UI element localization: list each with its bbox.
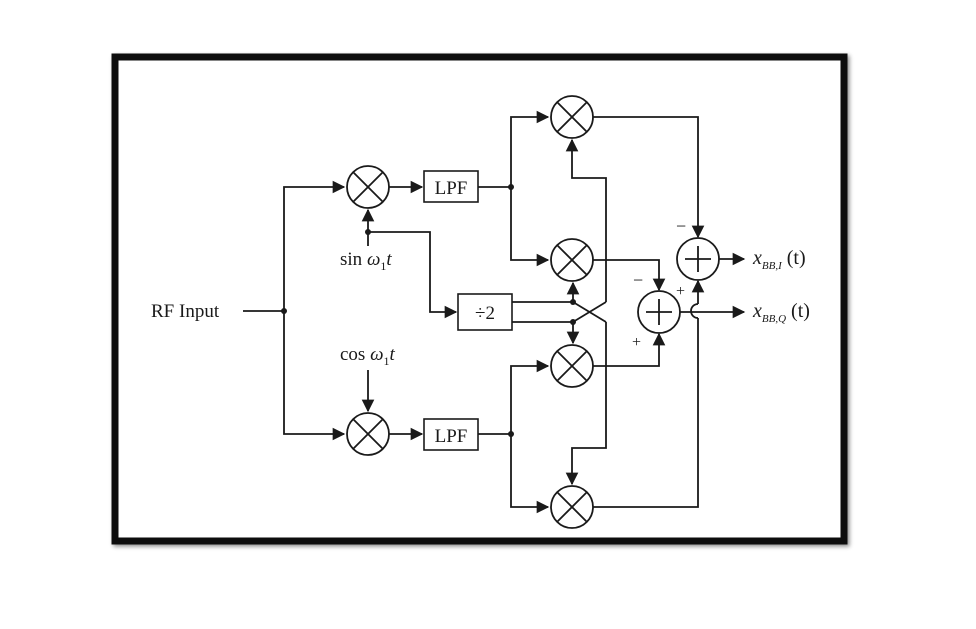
- sum-q-bottom-sign: +: [632, 334, 641, 351]
- sum-i-right-sign: +: [676, 283, 685, 300]
- output-q-label: xBB,Q(t): [752, 300, 810, 325]
- sum-i-top-sign: −: [676, 216, 686, 236]
- m1-to-sum-i-wire: [593, 116, 705, 239]
- lpf-bottom-label: LPF: [435, 426, 468, 447]
- sum-q-left-sign: −: [633, 270, 643, 290]
- rf-input-label: RF Input: [151, 301, 220, 322]
- lpf-top-box: [423, 170, 479, 203]
- rf-to-bottom-mixer-wire: [283, 311, 346, 441]
- lpf-bottom-box: [423, 418, 479, 451]
- m4-to-sum-i-wire-a: [593, 318, 699, 508]
- lpf-top-label: LPF: [435, 178, 468, 199]
- lo-to-divider-wire: [368, 231, 458, 319]
- wire-crossover-hop: [690, 303, 699, 319]
- cos-lo-label: cos ω1t: [340, 344, 396, 368]
- mixer-sin-icon: [346, 165, 390, 209]
- summer-q-icon: [637, 290, 681, 334]
- mixer-m2-icon: [550, 238, 594, 282]
- sin-lo-label: sin ω1t: [340, 249, 392, 273]
- mixer-cos-icon: [346, 412, 390, 456]
- output-i-label: xBB,I(t): [752, 247, 806, 272]
- mixer-m1-icon: [550, 95, 594, 139]
- m3-to-sum-q-wire: [593, 332, 666, 367]
- m2-to-sum-q-wire: [593, 259, 666, 292]
- lpf-top-to-m2-wire: [510, 187, 550, 267]
- divider-box: [457, 293, 513, 331]
- mixer-m3-icon: [550, 344, 594, 388]
- summer-i-icon: [676, 237, 720, 281]
- divider-to-m1-wire: [565, 138, 607, 302]
- lpf-bottom-to-m4-wire: [510, 434, 550, 514]
- lpf-bottom-to-m3-wire: [510, 359, 550, 434]
- mixer-m4-icon: [550, 485, 594, 529]
- divider-label: ÷2: [475, 303, 495, 324]
- lpf-top-to-m1-wire: [510, 110, 550, 187]
- rf-to-top-mixer-wire: [283, 180, 346, 311]
- divider-to-m4-wire: [565, 322, 607, 486]
